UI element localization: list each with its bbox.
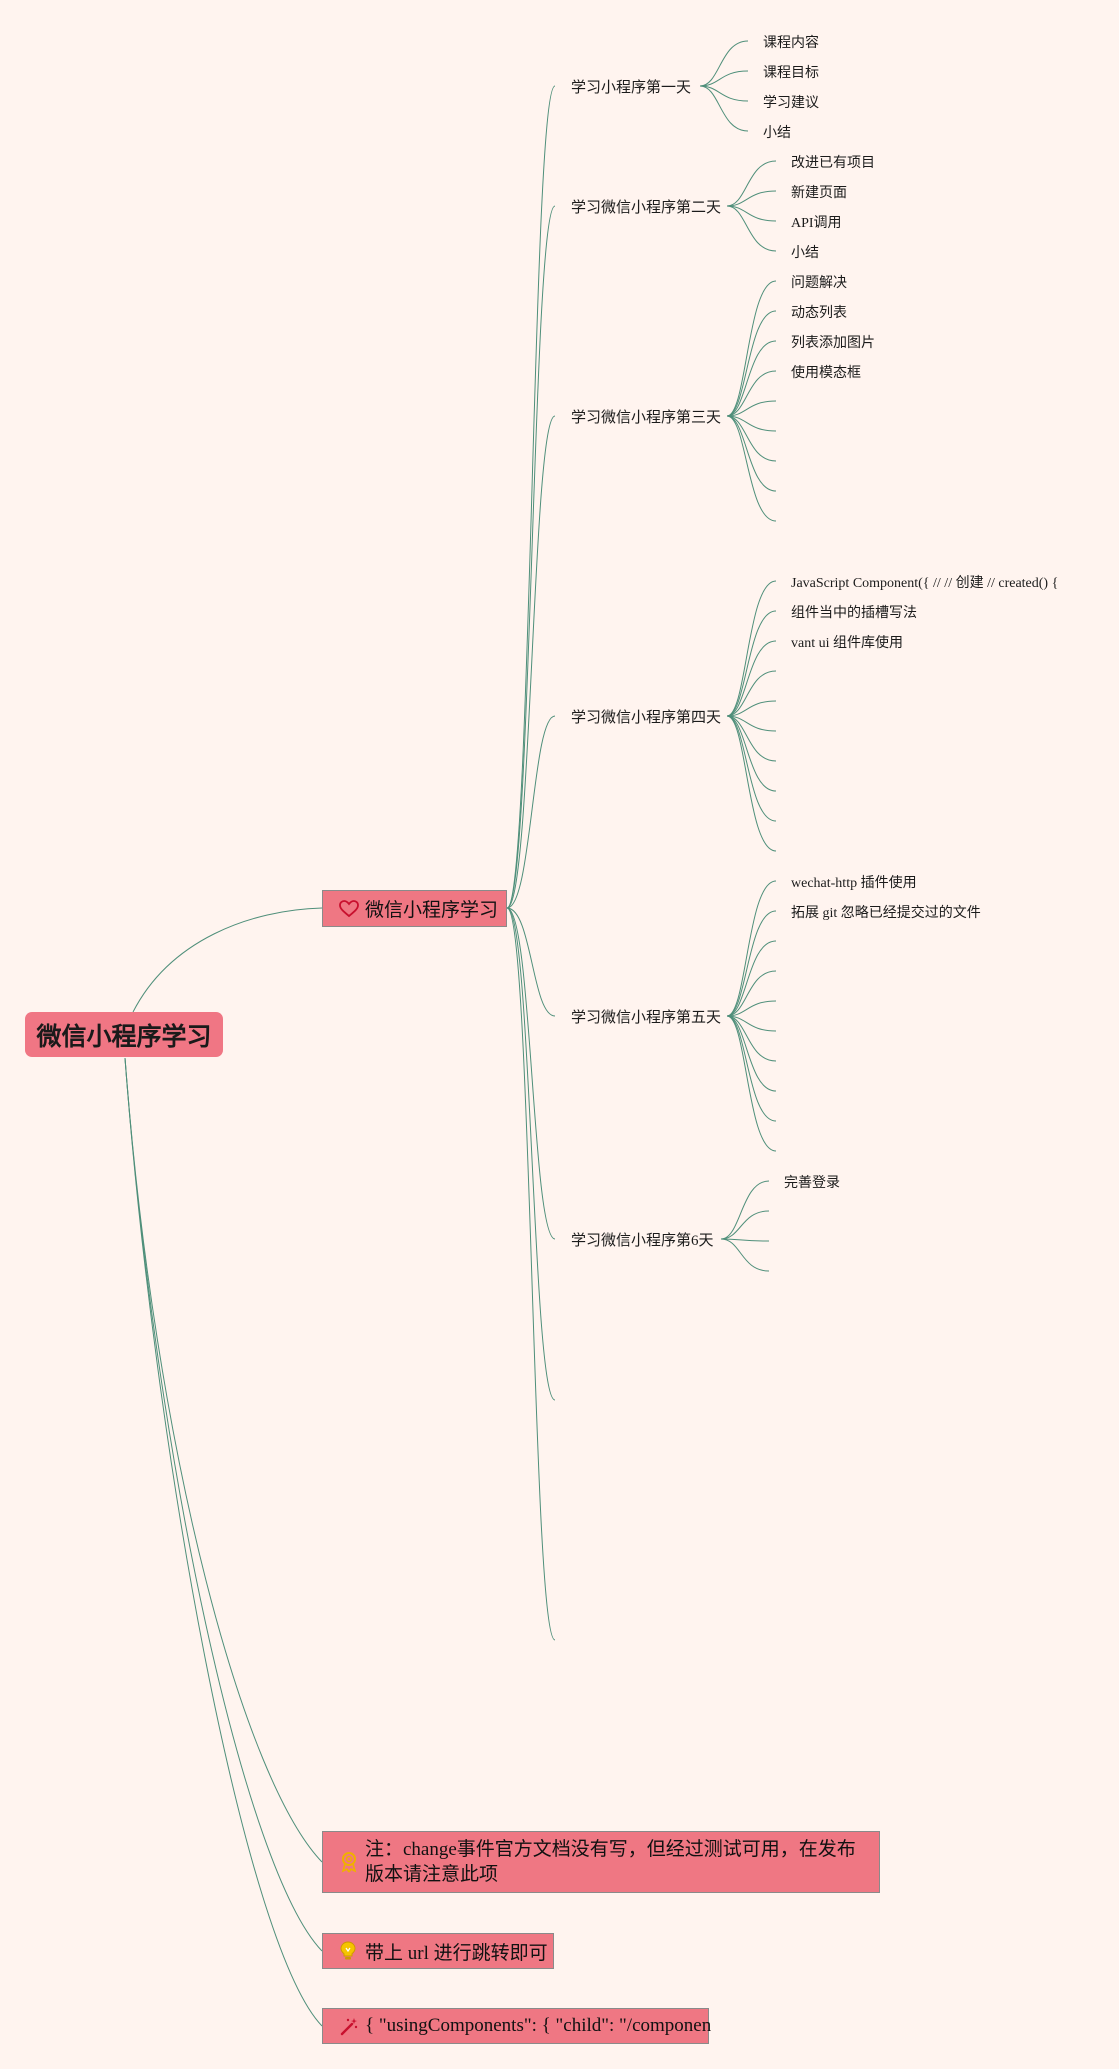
day-2-node[interactable]: 学习微信小程序第二天 [571,200,722,216]
note-using-components[interactable]: { "usingComponents": { "child": "/compon… [322,2008,712,2044]
day-1-node[interactable]: 学习小程序第一天 [571,80,692,96]
heart-icon [339,899,359,919]
branch-to-day-link-8 [506,907,556,1641]
day-3-item[interactable]: 问题解决 [791,276,847,291]
branch-node[interactable]: 微信小程序学习 [322,890,507,927]
day-6-item[interactable]: 完善登录 [784,1176,840,1191]
day-5-leaf-link-3 [726,940,777,1017]
day-4-item[interactable]: 组件当中的插槽写法 [791,606,917,621]
day-2-item[interactable]: API调用 [791,216,842,231]
day-6-leaf-link-4 [720,1238,770,1272]
branch-to-day-link-4 [506,715,556,909]
day-3-leaf-link-3 [726,340,777,417]
branch-to-day-link-6 [506,907,556,1240]
day-4-item[interactable]: JavaScript Component({ // // 创建 // creat… [791,576,1059,591]
day-3-leaf-link-4 [726,370,777,417]
root-to-note3-link [124,1057,323,2027]
day-5-leaf-link-4 [726,970,777,1017]
day-3-leaf-link-9 [726,415,777,522]
day-4-leaf-link-2 [726,610,777,717]
day-5-item[interactable]: 拓展 git 忽略已经提交过的文件 [791,906,981,921]
day-1-item[interactable]: 课程内容 [763,36,819,51]
magic-wand-icon [339,2016,359,2036]
day-5-leaf-link-8 [726,1015,777,1092]
branch-to-day-link-5 [506,907,556,1017]
day-4-leaf-link-8 [726,715,777,792]
branch-to-day-link-3 [506,415,556,909]
day-1-item[interactable]: 学习建议 [763,96,819,111]
note-text: 带上 url 进行跳转即可 [365,1942,548,1964]
day-1-item[interactable]: 小结 [763,126,791,141]
root-label: 微信小程序学习 [36,1021,212,1051]
day-2-item[interactable]: 新建页面 [791,186,847,201]
branch-to-day-link-1 [506,85,556,909]
day-1-item[interactable]: 课程目标 [763,66,819,81]
day-4-leaf-link-3 [726,640,777,717]
day-3-item[interactable]: 列表添加图片 [791,336,875,351]
day-5-leaf-link-9 [726,1015,777,1122]
day-4-leaf-link-5 [726,700,777,717]
root-to-branch-link [132,907,323,1013]
note-change-event[interactable]: 注：change事件官方文档没有写，但经过测试可用，在发布版本请注意此项 [322,1831,880,1893]
day-2-leaf-link-1 [726,160,777,207]
day-4-leaf-link-4 [726,670,777,717]
day-4-leaf-link-9 [726,715,777,822]
branch-to-day-link-2 [506,205,556,909]
day-5-leaf-link-10 [726,1015,777,1152]
branch-label: 微信小程序学习 [365,900,499,921]
day-4-item[interactable]: vant ui 组件库使用 [791,636,903,651]
day-3-leaf-link-7 [726,415,777,462]
root-node[interactable]: 微信小程序学习 [25,1012,223,1057]
day-3-item[interactable]: 动态列表 [791,306,847,321]
day-3-leaf-link-2 [726,310,777,417]
day-1-leaf-link-4 [699,85,749,132]
day-5-item[interactable]: wechat-http 插件使用 [791,876,917,891]
note-url-jump[interactable]: 带上 url 进行跳转即可 [322,1933,554,1969]
day-3-leaf-link-1 [726,280,777,417]
root-to-note1-link [124,1057,323,1863]
day-2-leaf-link-2 [726,190,777,207]
day-4-leaf-link-10 [726,715,777,852]
day-3-leaf-link-5 [726,400,777,417]
day-4-leaf-link-7 [726,715,777,762]
day-3-item[interactable]: 使用模态框 [791,366,861,381]
day-6-leaf-link-2 [720,1210,770,1240]
day-2-leaf-link-4 [726,205,777,252]
day-1-leaf-link-1 [699,40,749,87]
note-text: { "usingComponents": { "child": "/compon… [365,2015,712,2036]
day-3-node[interactable]: 学习微信小程序第三天 [571,410,722,426]
day-5-node[interactable]: 学习微信小程序第五天 [571,1010,722,1026]
lightbulb-icon [339,1941,359,1961]
note-text: 注：change事件官方文档没有写，但经过测试可用，在发布版本请注意此项 [365,1839,856,1885]
day-6-leaf-link-1 [720,1180,770,1240]
award-ribbon-icon [339,1852,359,1873]
day-5-leaf-link-2 [726,910,777,1017]
day-2-item[interactable]: 改进已有项目 [791,156,875,171]
day-5-leaf-link-7 [726,1015,777,1062]
day-6-node[interactable]: 学习微信小程序第6天 [571,1233,714,1249]
branch-to-day-link-7 [506,907,556,1401]
day-6-leaf-link-3 [720,1238,770,1242]
day-4-node[interactable]: 学习微信小程序第四天 [571,710,722,726]
day-2-item[interactable]: 小结 [791,246,819,261]
day-4-leaf-link-1 [726,580,777,717]
root-to-note2-link [124,1057,323,1952]
day-1-leaf-link-2 [699,70,749,87]
day-3-leaf-link-8 [726,415,777,492]
day-5-leaf-link-1 [726,880,777,1017]
day-5-leaf-link-5 [726,1000,777,1017]
